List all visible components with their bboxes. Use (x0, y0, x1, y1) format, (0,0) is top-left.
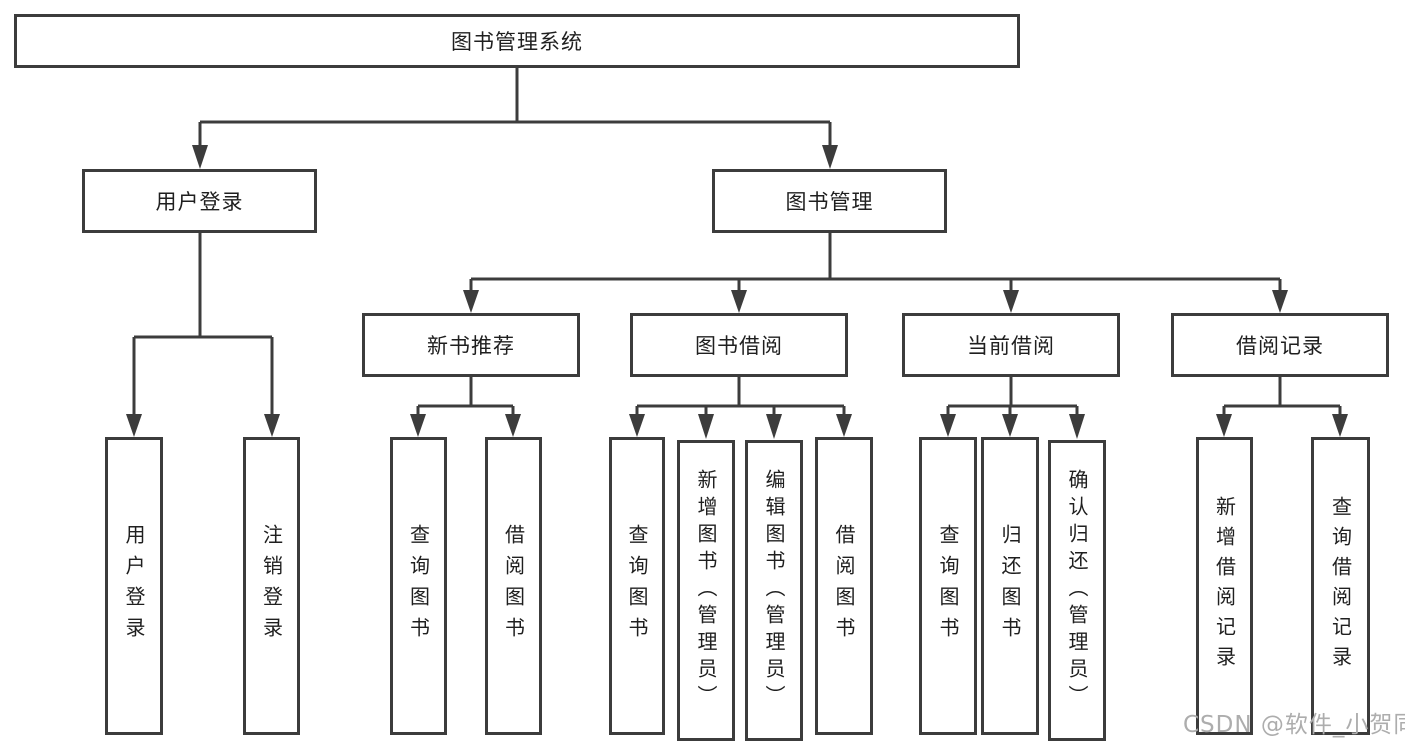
leaf-query-borrow-record: 查询借阅记录 (1311, 437, 1370, 735)
node-user-login-label: 用户登录 (155, 190, 244, 214)
leaf-logout: 注销登录 (243, 437, 300, 735)
csdn-watermark: CSDN @软件_小贺同学 (1183, 712, 1405, 738)
connector-current-borrow-to-leaves (940, 377, 1085, 439)
connector-borrow-records-to-leaves (1216, 377, 1348, 437)
connector-book-management-to-sections (463, 233, 1288, 313)
node-root: 图书管理系统 (14, 14, 1020, 68)
node-current-borrow-label: 当前借阅 (967, 334, 1055, 358)
leaf-user-login-label: 用户登录 (122, 524, 146, 648)
node-new-book-recommend: 新书推荐 (362, 313, 580, 377)
leaf-logout-label: 注销登录 (259, 524, 284, 648)
leaf-edit-book-admin-label: 编辑图书（管理员） (762, 469, 786, 712)
leaf-add-book-admin: 新增图书（管理员） (677, 440, 735, 741)
leaf-query-books-recommend-label: 查询图书 (406, 524, 431, 648)
leaf-user-login: 用户登录 (105, 437, 163, 735)
node-user-login: 用户登录 (82, 169, 317, 233)
connector-root-to-level2 (192, 68, 838, 169)
leaf-query-books-borrow: 查询图书 (609, 437, 665, 735)
node-borrow-records: 借阅记录 (1171, 313, 1389, 377)
leaf-confirm-return-admin-label: 确认归还（管理员） (1065, 469, 1089, 712)
leaf-add-borrow-record: 新增借阅记录 (1196, 437, 1253, 735)
node-new-book-recommend-label: 新书推荐 (427, 334, 515, 358)
leaf-edit-book-admin: 编辑图书（管理员） (745, 440, 803, 741)
leaf-query-books-current: 查询图书 (919, 437, 977, 735)
connector-new-book-recommend-to-leaves (410, 377, 521, 437)
leaf-query-books-borrow-label: 查询图书 (625, 524, 649, 648)
connector-user-login-to-leaves (126, 233, 280, 437)
leaf-return-book: 归还图书 (981, 437, 1039, 735)
leaf-borrow-books-label: 借阅图书 (832, 524, 856, 648)
leaf-borrow-books-recommend: 借阅图书 (485, 437, 542, 735)
node-borrow-records-label: 借阅记录 (1236, 334, 1324, 358)
leaf-query-books-current-label: 查询图书 (936, 524, 960, 648)
node-book-management: 图书管理 (712, 169, 947, 233)
leaf-borrow-books-recommend-label: 借阅图书 (501, 524, 526, 648)
leaf-add-book-admin-label: 新增图书（管理员） (694, 469, 718, 712)
node-root-label: 图书管理系统 (451, 30, 583, 54)
connector-book-borrow-to-leaves (629, 377, 852, 439)
leaf-add-borrow-record-label: 新增借阅记录 (1212, 496, 1237, 676)
leaf-query-books-recommend: 查询图书 (390, 437, 447, 735)
node-book-borrow: 图书借阅 (630, 313, 848, 377)
leaf-confirm-return-admin: 确认归还（管理员） (1048, 440, 1106, 741)
leaf-return-book-label: 归还图书 (998, 524, 1022, 648)
node-book-borrow-label: 图书借阅 (695, 334, 783, 358)
leaf-borrow-books: 借阅图书 (815, 437, 873, 735)
node-book-management-label: 图书管理 (785, 190, 874, 214)
node-current-borrow: 当前借阅 (902, 313, 1120, 377)
leaf-query-borrow-record-label: 查询借阅记录 (1328, 496, 1353, 676)
